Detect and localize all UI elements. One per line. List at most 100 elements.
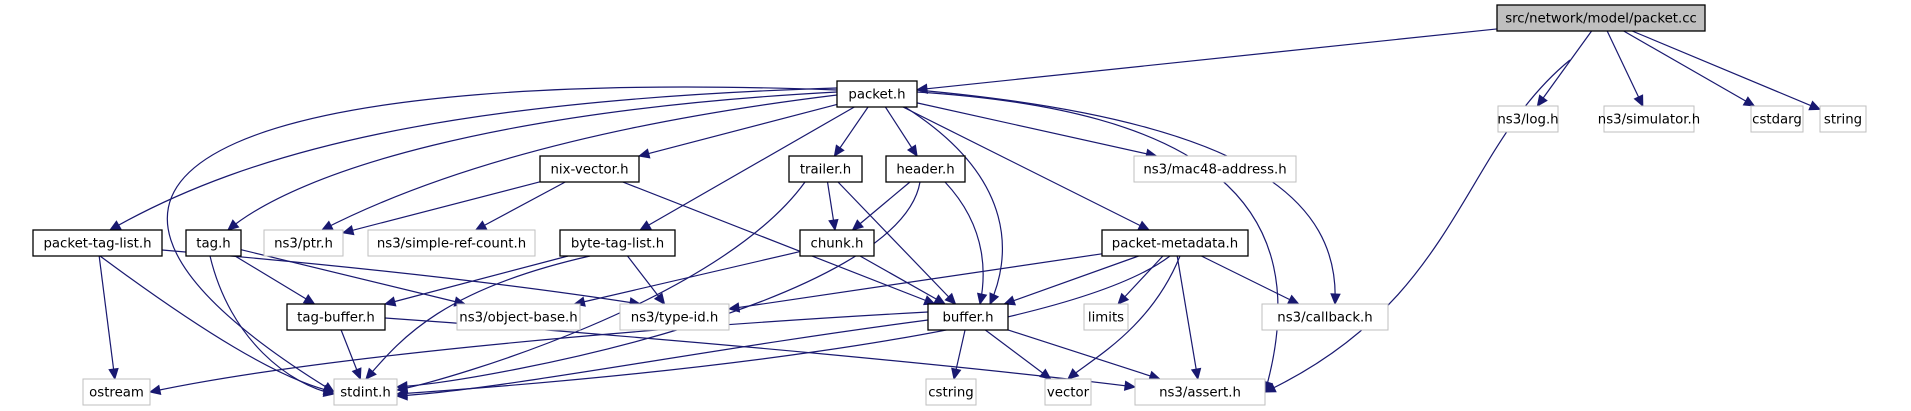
edge-line — [109, 87, 838, 231]
node-label: packet.h — [848, 88, 905, 103]
edge-tag-buffer-h-to-stdint-h — [340, 329, 362, 381]
arrowhead-icon — [851, 219, 864, 231]
node-box — [1044, 378, 1092, 406]
edge-packet-cc-to-log-h — [1536, 30, 1593, 107]
node-label: nix-vector.h — [550, 163, 628, 178]
node-box — [1083, 303, 1129, 331]
node-box — [185, 229, 242, 257]
node-box — [456, 303, 581, 331]
node-byte-tag-list-h[interactable]: byte-tag-list.h — [559, 229, 676, 257]
edge-line — [149, 311, 929, 393]
node-simulator-h: ns3/simulator.h — [1598, 105, 1700, 133]
node-tag-h[interactable]: tag.h — [185, 229, 242, 257]
node-string: string — [1819, 105, 1867, 133]
node-nix-vector-h[interactable]: nix-vector.h — [539, 155, 640, 183]
arrowhead-icon — [148, 384, 162, 395]
node-box — [788, 155, 863, 183]
edge-byte-tag-list-h-to-tag-buffer-h — [383, 255, 569, 307]
node-ostream: ostream — [82, 378, 151, 406]
node-box — [1101, 229, 1249, 257]
arrowhead-icon — [976, 292, 988, 306]
edge-line — [622, 181, 935, 305]
edge-line — [1007, 329, 1160, 380]
node-label: stdint.h — [340, 386, 391, 401]
node-trailer-h[interactable]: trailer.h — [788, 155, 863, 183]
arrowhead-icon — [108, 367, 119, 381]
node-label: src/network/model/packet.cc — [1505, 12, 1697, 27]
arrowhead-icon — [320, 220, 334, 231]
arrowhead-icon — [227, 219, 240, 231]
edge-line — [161, 249, 641, 305]
edge-line — [98, 255, 116, 380]
edge-line — [321, 94, 838, 231]
edge-trailer-h-to-chunk-h — [826, 181, 839, 232]
arrowhead-icon — [828, 218, 839, 232]
edge-trailer-h-to-buffer-h — [837, 181, 957, 305]
node-label: buffer.h — [942, 311, 993, 326]
edge-packet-metadata-h-to-assert-h — [1176, 255, 1202, 381]
node-packet-tag-list-h[interactable]: packet-tag-list.h — [32, 229, 163, 257]
arrowhead-icon — [1330, 293, 1341, 306]
node-label: vector — [1047, 386, 1090, 401]
node-assert-h: ns3/assert.h — [1134, 378, 1266, 406]
node-label: ns3/mac48-address.h — [1143, 163, 1286, 178]
edge-line — [852, 181, 911, 231]
node-box — [799, 229, 875, 257]
edge-line — [396, 255, 1171, 395]
node-box — [1750, 105, 1804, 133]
arrowhead-icon — [383, 296, 397, 307]
node-label: cstdarg — [1752, 113, 1802, 128]
arrowhead-icon — [1536, 94, 1548, 107]
arrowhead-icon — [1742, 96, 1756, 107]
arrowhead-icon — [951, 367, 962, 381]
arrowhead-icon — [1067, 368, 1080, 380]
node-packet-h[interactable]: packet.h — [836, 80, 918, 108]
edge-packet-cc-to-cstdarg — [1623, 30, 1756, 107]
node-simple-ref-count-h: ns3/simple-ref-count.h — [367, 229, 536, 257]
edge-byte-tag-list-h-to-stdint-h — [365, 255, 591, 380]
edge-packet-h-to-buffer-h — [904, 106, 1003, 306]
edge-line — [396, 181, 806, 391]
edge-line — [916, 28, 1498, 91]
node-label: packet-metadata.h — [1112, 237, 1238, 252]
nodes-layer: src/network/model/packet.cc packet.h ns3/l… — [32, 4, 1867, 406]
node-label: ns3/callback.h — [1277, 311, 1372, 326]
node-type-id-h: ns3/type-id.h — [619, 303, 730, 331]
node-header-h[interactable]: header.h — [885, 155, 966, 183]
edge-packet-metadata-h-to-vector — [1067, 255, 1181, 380]
node-box — [32, 229, 163, 257]
edge-line — [342, 181, 541, 234]
edge-packet-h-to-header-h — [884, 106, 918, 158]
node-label: tag-buffer.h — [297, 311, 375, 326]
node-label: tag.h — [196, 237, 230, 252]
node-box — [1261, 303, 1389, 331]
edge-line — [728, 253, 1103, 310]
node-tag-buffer-h[interactable]: tag-buffer.h — [286, 303, 386, 331]
node-label: ns3/log.h — [1497, 113, 1558, 128]
edge-buffer-h-to-cstring — [951, 329, 966, 381]
node-box — [82, 378, 151, 406]
edge-packet-h-to-nix-vector-h — [637, 103, 838, 159]
edge-line — [837, 181, 956, 305]
node-chunk-h[interactable]: chunk.h — [799, 229, 875, 257]
arrowhead-icon — [1286, 294, 1300, 305]
node-box — [333, 378, 398, 406]
arrowhead-icon — [653, 292, 666, 305]
edge-byte-tag-list-h-to-type-id-h — [627, 255, 666, 305]
edge-line — [1067, 255, 1181, 380]
node-label: chunk.h — [811, 237, 864, 252]
edge-line — [1004, 255, 1139, 305]
node-callback-h: ns3/callback.h — [1261, 303, 1389, 331]
node-label: ns3/ptr.h — [274, 237, 333, 252]
edge-tag-h-to-stdint-h — [209, 255, 336, 398]
node-box — [836, 80, 918, 108]
edge-line — [396, 319, 929, 397]
node-label: ns3/assert.h — [1159, 386, 1241, 401]
node-packet-cc[interactable]: src/network/model/packet.cc — [1496, 4, 1706, 32]
node-buffer-h[interactable]: buffer.h — [927, 303, 1009, 331]
edge-line — [944, 181, 984, 305]
edge-line — [859, 255, 946, 305]
node-packet-metadata-h[interactable]: packet-metadata.h — [1101, 229, 1249, 257]
edge-line — [1536, 30, 1593, 107]
